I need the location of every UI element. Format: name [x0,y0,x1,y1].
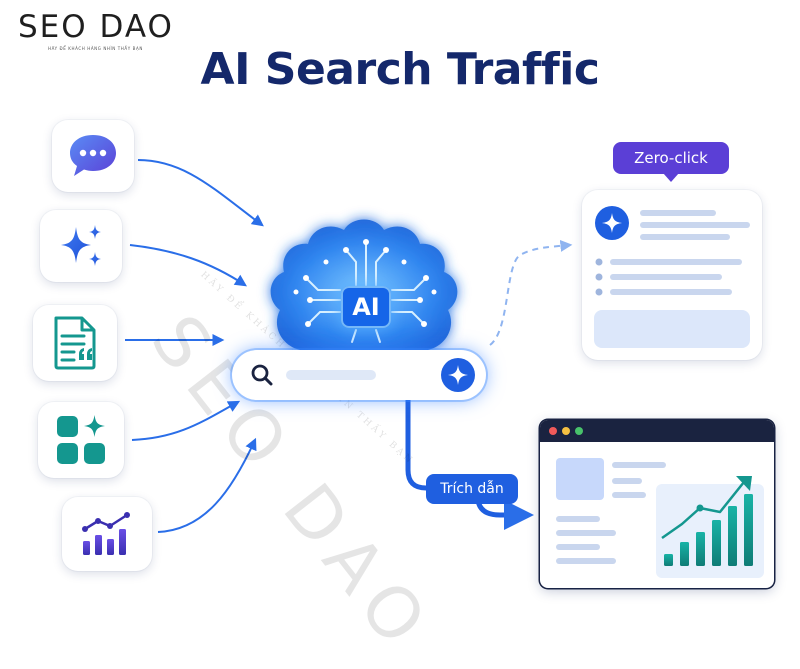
ai-badge: AI [341,286,391,328]
arrow-source-2 [129,244,248,287]
search-bar [232,350,486,400]
source-card-apps [38,402,124,478]
source-card-chat [52,120,134,192]
bar-chart-trend-icon [82,512,130,555]
sparkle-icon [61,225,101,266]
arrow-zero-click [489,239,573,346]
app-grid-sparkle-icon [57,415,105,464]
website-window-content [540,420,774,578]
arrow-source-1 [137,159,264,227]
citation-label: Trích dẫn [426,474,518,504]
source-card-sparkle [40,210,122,282]
brand-tagline: HÃY ĐỂ KHÁCH HÀNG NHÌN THẤY BẠN [48,46,143,51]
website-window [540,420,774,588]
answer-card-content [594,206,750,348]
window-maximize-dot [575,427,583,435]
growth-chart-icon [661,476,753,566]
arrow-source-4 [131,400,241,441]
ai-sparkle-button-icon [441,358,475,392]
document-quote-icon [54,316,96,370]
zero-click-label: Zero-click [613,142,729,182]
search-placeholder-bar [286,370,376,380]
brand-name: SEO DAO [18,9,174,45]
search-icon [251,364,273,386]
brand-logo: SEO DAO HÃY ĐỂ KHÁCH HÀNG NHÌN THẤY BẠN [18,10,174,51]
window-close-dot [549,427,557,435]
source-card-document [33,305,117,381]
page-title: AI Search Traffic [200,44,600,95]
chat-bubble-icon [70,135,116,176]
zero-click-answer-card [582,190,762,360]
window-minimize-dot [562,427,570,435]
arrow-source-5 [157,437,257,533]
source-card-analytics [62,497,152,571]
